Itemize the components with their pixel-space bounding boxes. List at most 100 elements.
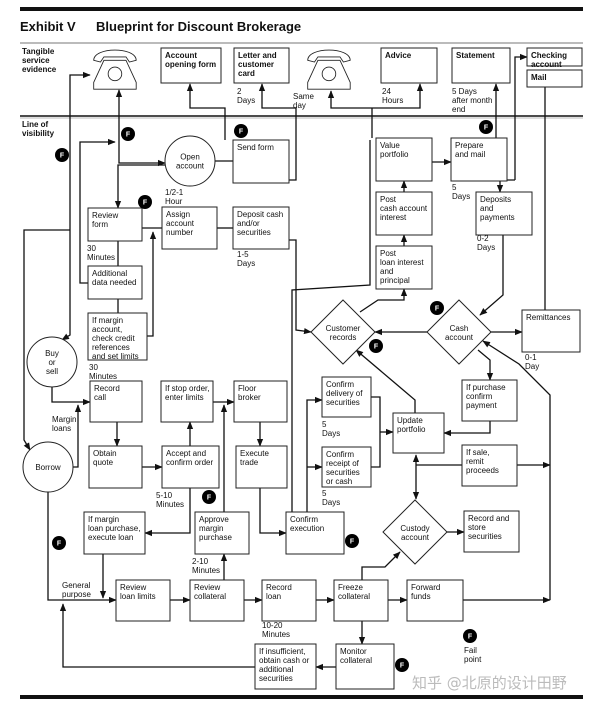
connector-arrow	[327, 83, 424, 109]
deposits-payments-box	[475, 191, 533, 236]
svg-text:F: F	[143, 200, 148, 207]
connector-arrow	[289, 239, 312, 335]
statement-box	[451, 47, 511, 84]
connector-arrow	[51, 387, 91, 406]
fail-point-icon: F	[55, 148, 69, 162]
execute-trade-box	[235, 445, 288, 489]
fail-point-icon: F	[121, 127, 135, 141]
open-account-circle	[164, 135, 216, 187]
margin-loan-purchase-box	[83, 511, 146, 555]
svg-text:F: F	[350, 539, 355, 546]
mail-label: Mail	[531, 73, 547, 82]
advice-box	[380, 47, 438, 84]
connector-arrow	[186, 83, 226, 140]
connector-arrow	[79, 138, 116, 284]
stop-order-box	[160, 380, 214, 423]
confirm-receipt-box	[321, 446, 372, 488]
floor-broker-box	[233, 380, 288, 423]
diagram-title: Blueprint for Discount Brokerage	[96, 19, 301, 34]
node-statement: Statement	[451, 47, 511, 84]
connector-arrow	[259, 488, 287, 537]
svg-text:F: F	[126, 132, 131, 139]
svg-text:F: F	[57, 541, 62, 548]
record-call-box	[89, 380, 143, 423]
send-form-label: Send form	[237, 143, 274, 152]
connector-arrow	[496, 179, 515, 193]
connector-arrow	[73, 404, 82, 468]
record-store-box	[463, 510, 520, 553]
node-remittances: Remittances	[521, 309, 581, 353]
connector-arrow	[291, 140, 371, 512]
watermark: 知乎 @北原的设计田野	[412, 674, 567, 692]
connector-arrow	[59, 603, 255, 668]
connector-arrow	[355, 349, 416, 413]
letter-card-box	[233, 47, 290, 84]
forward-funds-box	[406, 579, 464, 622]
cash-account-diamond	[426, 299, 492, 365]
assign-number-box	[161, 206, 218, 250]
monitor-collateral-box	[335, 643, 395, 690]
svg-text:F: F	[60, 153, 65, 160]
node-send-form: Send form	[232, 139, 290, 184]
purchase-payment-box	[461, 379, 518, 422]
buy-sell-circle	[26, 336, 78, 388]
approve-margin-box	[194, 511, 250, 555]
connector-arrow	[514, 53, 528, 180]
bottom-rule	[20, 695, 583, 699]
confirm-execution-box	[285, 511, 345, 555]
fail-point-icon: F	[395, 658, 409, 672]
